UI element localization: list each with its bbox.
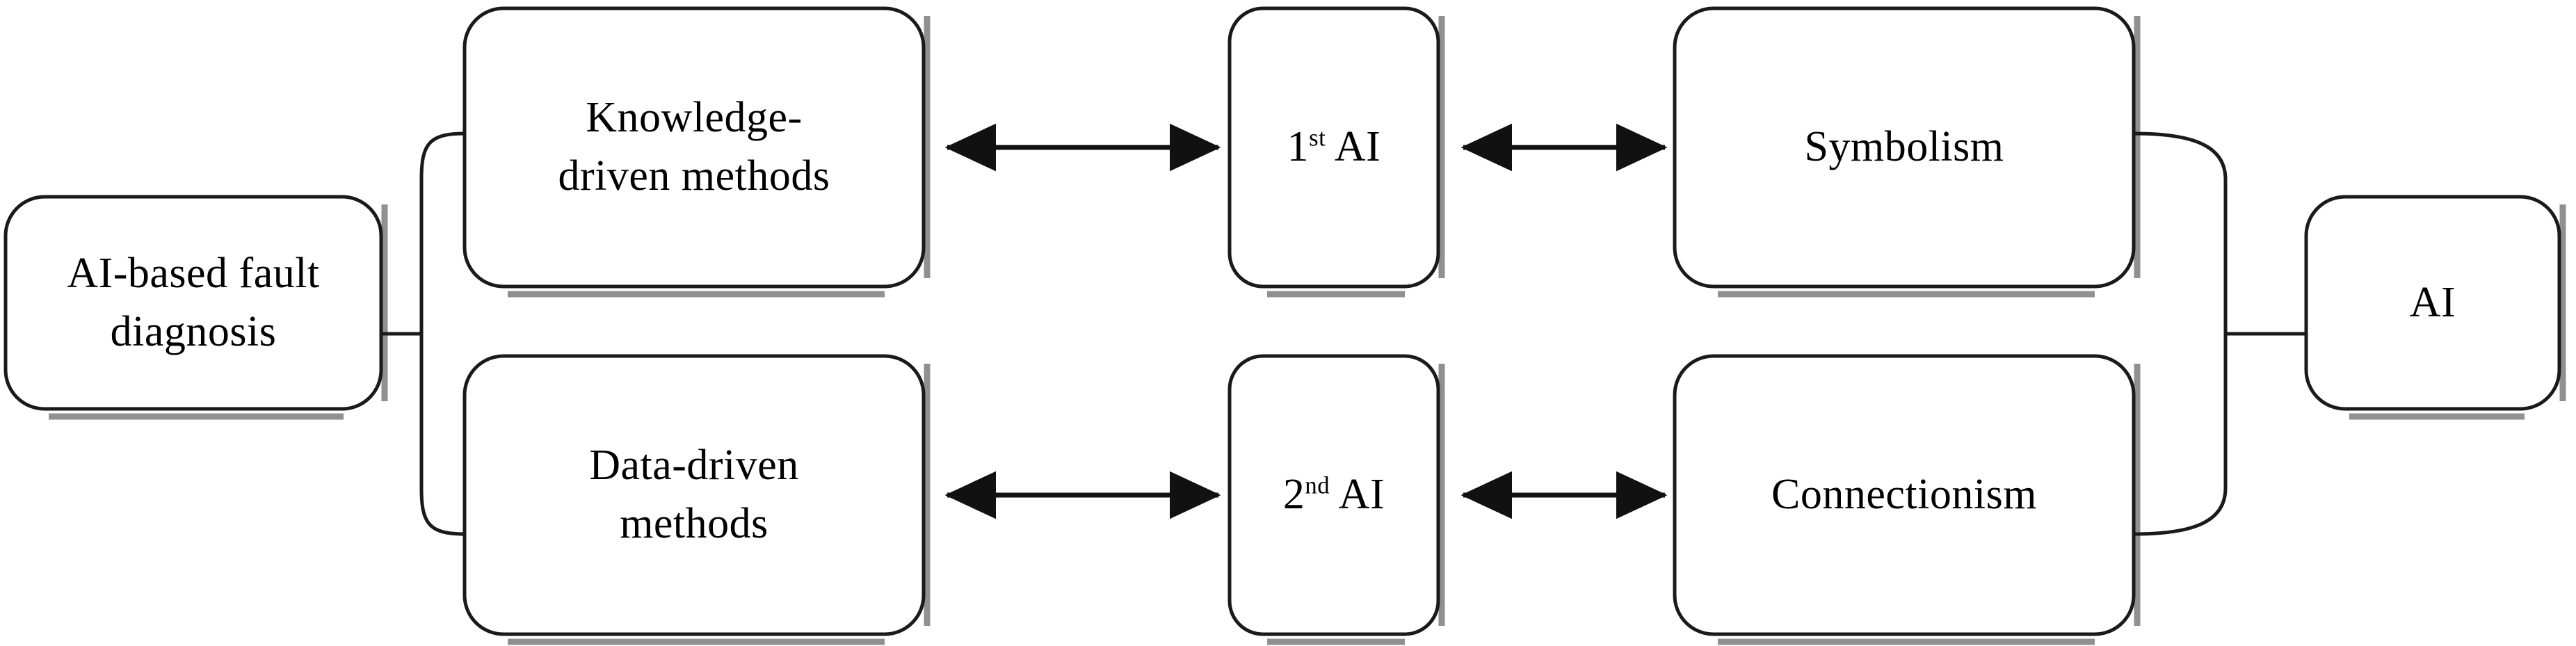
- node-label-second-ai-text: AI: [1330, 471, 1385, 519]
- node-symbolism[interactable]: Symbolism: [1675, 8, 2134, 286]
- left-bracket-branch-lower: [419, 487, 465, 536]
- node-knowledge-driven-methods[interactable]: Knowledge- driven methods: [465, 8, 924, 286]
- box-outline-ai: [2304, 195, 2561, 411]
- node-label-second-ai: 2nd AI: [1276, 466, 1392, 524]
- box-shadows: [49, 16, 2566, 645]
- node-label-first-ai-number: 1: [1287, 123, 1310, 171]
- node-label-first-ai-text: AI: [1326, 123, 1381, 171]
- box-outline-second-ai: [1227, 354, 1440, 636]
- left-bracket-connector: [381, 131, 465, 536]
- right-bracket-branch-lower: [2133, 487, 2228, 536]
- node-label-second-ai-number: 2: [1282, 471, 1305, 519]
- box-outline-symbolism: [1673, 6, 2136, 289]
- right-bracket-branch-upper: [2133, 131, 2228, 180]
- node-ai-based-fault-diagnosis[interactable]: AI-based fault diagnosis: [6, 197, 381, 409]
- box-outline-connectionism: [1673, 354, 2136, 636]
- node-label-connectionism: Connectionism: [1771, 471, 2037, 519]
- right-bracket-connector: [2133, 131, 2306, 536]
- box-outlines: [3, 6, 2561, 636]
- node-label-first-ai: 1st AI: [1280, 118, 1388, 177]
- node-label-knowledge-driven-methods: Knowledge- driven methods: [558, 94, 830, 200]
- box-outline-first-ai: [1227, 6, 1440, 289]
- node-label-symbolism: Symbolism: [1804, 123, 2004, 171]
- node-label-ai-based-fault-diagnosis: AI-based fault diagnosis: [67, 249, 320, 355]
- left-bracket-branch-upper: [419, 131, 465, 180]
- box-outline-knowledge-driven-methods: [462, 6, 926, 289]
- node-connectionism[interactable]: Connectionism: [1675, 356, 2134, 634]
- node-label-second-ai-ordinal-suffix: nd: [1305, 471, 1330, 499]
- node-second-ai[interactable]: 2nd AI: [1230, 356, 1438, 634]
- node-label-first-ai-ordinal-suffix: st: [1309, 124, 1326, 152]
- node-first-ai[interactable]: 1st AI: [1230, 8, 1438, 286]
- box-outline-ai-based-fault-diagnosis: [3, 195, 383, 411]
- node-label-ai: AI: [2409, 278, 2456, 326]
- box-outline-data-driven-methods: [462, 354, 926, 636]
- node-data-driven-methods[interactable]: Data-driven methods: [465, 356, 924, 634]
- node-label-data-driven-methods: Data-driven methods: [589, 442, 799, 547]
- double-arrows: [944, 123, 1668, 519]
- node-ai[interactable]: AI: [2306, 197, 2559, 409]
